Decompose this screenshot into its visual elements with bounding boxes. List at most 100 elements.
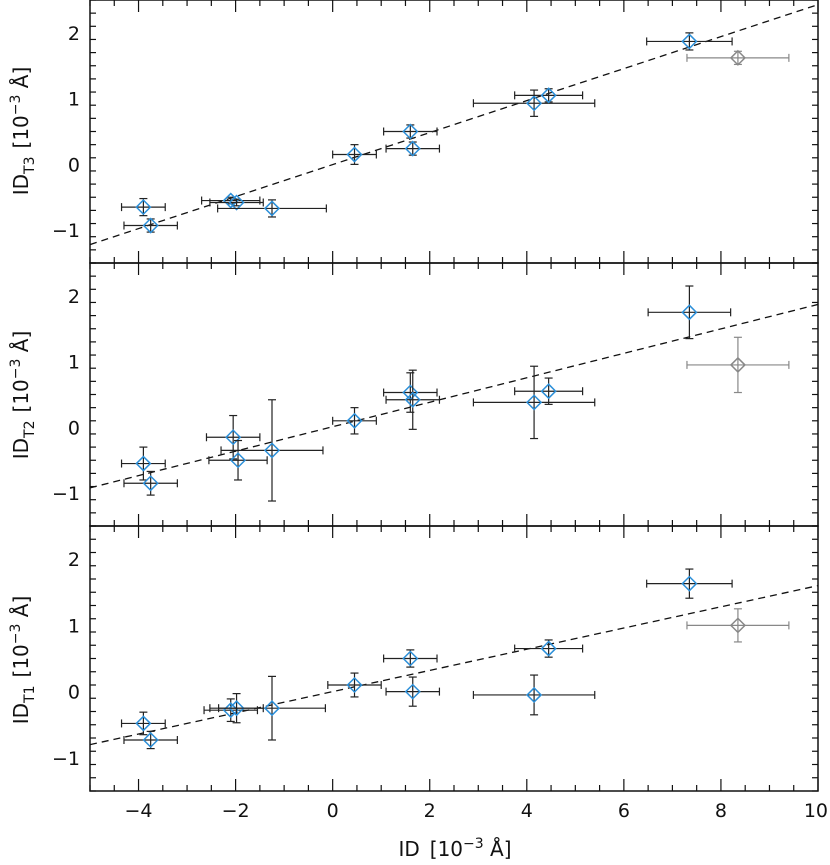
data-point: [205, 414, 261, 460]
diamond-marker: [346, 146, 363, 163]
data-point: [686, 608, 790, 643]
diamond-marker: [228, 194, 245, 211]
data-point: [208, 439, 268, 481]
diamond-marker: [540, 87, 557, 104]
y-tick-label: 1: [68, 615, 80, 637]
diamond-marker: [729, 617, 746, 634]
data-point: [647, 285, 732, 340]
data-point: [385, 676, 441, 707]
diamond-marker: [222, 192, 239, 209]
x-tick-label: 0: [327, 800, 339, 822]
fit-line: [90, 584, 818, 746]
x-tick-label: 4: [521, 800, 533, 822]
data-point: [120, 711, 166, 736]
diamond-marker: [135, 455, 152, 472]
y-tick-label: 0: [68, 417, 80, 439]
diamond-marker: [402, 650, 419, 667]
diamond-marker: [729, 356, 746, 373]
data-point: [646, 568, 733, 599]
diamond-marker: [263, 442, 281, 459]
data-point: [472, 365, 596, 440]
diamond-marker: [404, 391, 421, 408]
diamond-marker: [681, 304, 698, 321]
data-point: [332, 144, 377, 165]
diamond-marker: [135, 715, 152, 732]
diamond-marker: [229, 452, 247, 469]
data-point: [332, 407, 377, 435]
data-point: [383, 123, 438, 140]
data-point: [120, 197, 166, 217]
data-point: [123, 730, 178, 750]
data-point: [383, 372, 438, 413]
data-point: [120, 446, 166, 481]
plot-frame: [89, 525, 819, 792]
x-tick-label: 8: [715, 800, 727, 822]
diamond-marker: [526, 95, 543, 112]
data-point: [514, 639, 584, 658]
x-tick-label: −4: [125, 800, 153, 822]
data-point: [218, 675, 326, 741]
x-tick-label: 2: [424, 800, 436, 822]
y-tick-label: −1: [52, 748, 80, 770]
diamond-marker: [142, 475, 159, 492]
diamond-marker: [404, 140, 421, 157]
data-point: [472, 89, 596, 117]
diamond-marker: [540, 640, 557, 657]
diamond-marker: [526, 686, 543, 703]
diamond-marker: [142, 217, 159, 234]
diamond-marker: [142, 731, 159, 749]
diamond-marker: [540, 383, 557, 400]
diamond-marker: [526, 394, 543, 411]
data-point: [123, 217, 178, 234]
diamond-marker: [228, 700, 245, 717]
diamond-marker: [729, 49, 746, 66]
y-tick-label: 0: [68, 154, 80, 176]
data-point: [383, 649, 438, 668]
x-tick-label: −2: [222, 800, 250, 822]
fit-line: [90, 303, 818, 489]
y-tick-label: −1: [52, 483, 80, 505]
diamond-marker: [346, 676, 363, 694]
diamond-marker: [404, 683, 421, 700]
data-point: [514, 87, 584, 104]
plot-frame: [89, 262, 819, 527]
x-axis-title: ID[10−3 Å]: [398, 836, 511, 861]
data-point: [646, 32, 733, 51]
data-point: [217, 199, 327, 218]
panel-t2: −1 0 1 2 IDT2[10−3 Å]: [8, 262, 819, 527]
y-tick-label: 2: [68, 23, 80, 45]
panel-t1: −1 0 1 2 −4 −2 0 2 4 6 8 10 IDT1[10−3 Å] ID[10−3 Å]: [8, 525, 828, 861]
diamond-marker: [225, 429, 242, 446]
data-point: [514, 377, 584, 405]
y-tick-label: 0: [68, 682, 80, 704]
diamond-marker: [263, 200, 281, 217]
y-tick-label: 2: [68, 286, 80, 308]
plot-frame: [89, 0, 819, 264]
y-tick-label: 2: [68, 549, 80, 571]
y-axis-title: IDT2[10−3 Å]: [8, 331, 38, 460]
data-point: [385, 140, 441, 157]
data-point: [209, 194, 264, 211]
data-point: [385, 369, 441, 430]
data-point: [472, 674, 596, 716]
y-tick-label: −1: [52, 220, 80, 242]
panel-t3: −1 0 1 2 IDT3[10−3 Å]: [8, 0, 819, 264]
x-tick-label: 10: [804, 800, 828, 822]
fit-line: [90, 3, 818, 246]
diamond-marker: [681, 33, 698, 50]
diamond-marker: [402, 123, 419, 140]
y-tick-label: 1: [68, 352, 80, 374]
diamond-marker: [681, 575, 698, 592]
data-point: [220, 399, 324, 502]
data-point: [327, 672, 382, 698]
data-point: [123, 470, 178, 496]
y-axis-title: IDT1[10−3 Å]: [8, 596, 38, 725]
diamond-marker: [263, 700, 281, 717]
y-tick-label: 1: [68, 89, 80, 111]
x-tick-label: 6: [618, 800, 630, 822]
data-point: [686, 336, 790, 394]
diamond-marker: [135, 199, 152, 216]
data-point: [686, 49, 790, 66]
y-axis-title: IDT3[10−3 Å]: [8, 67, 38, 196]
